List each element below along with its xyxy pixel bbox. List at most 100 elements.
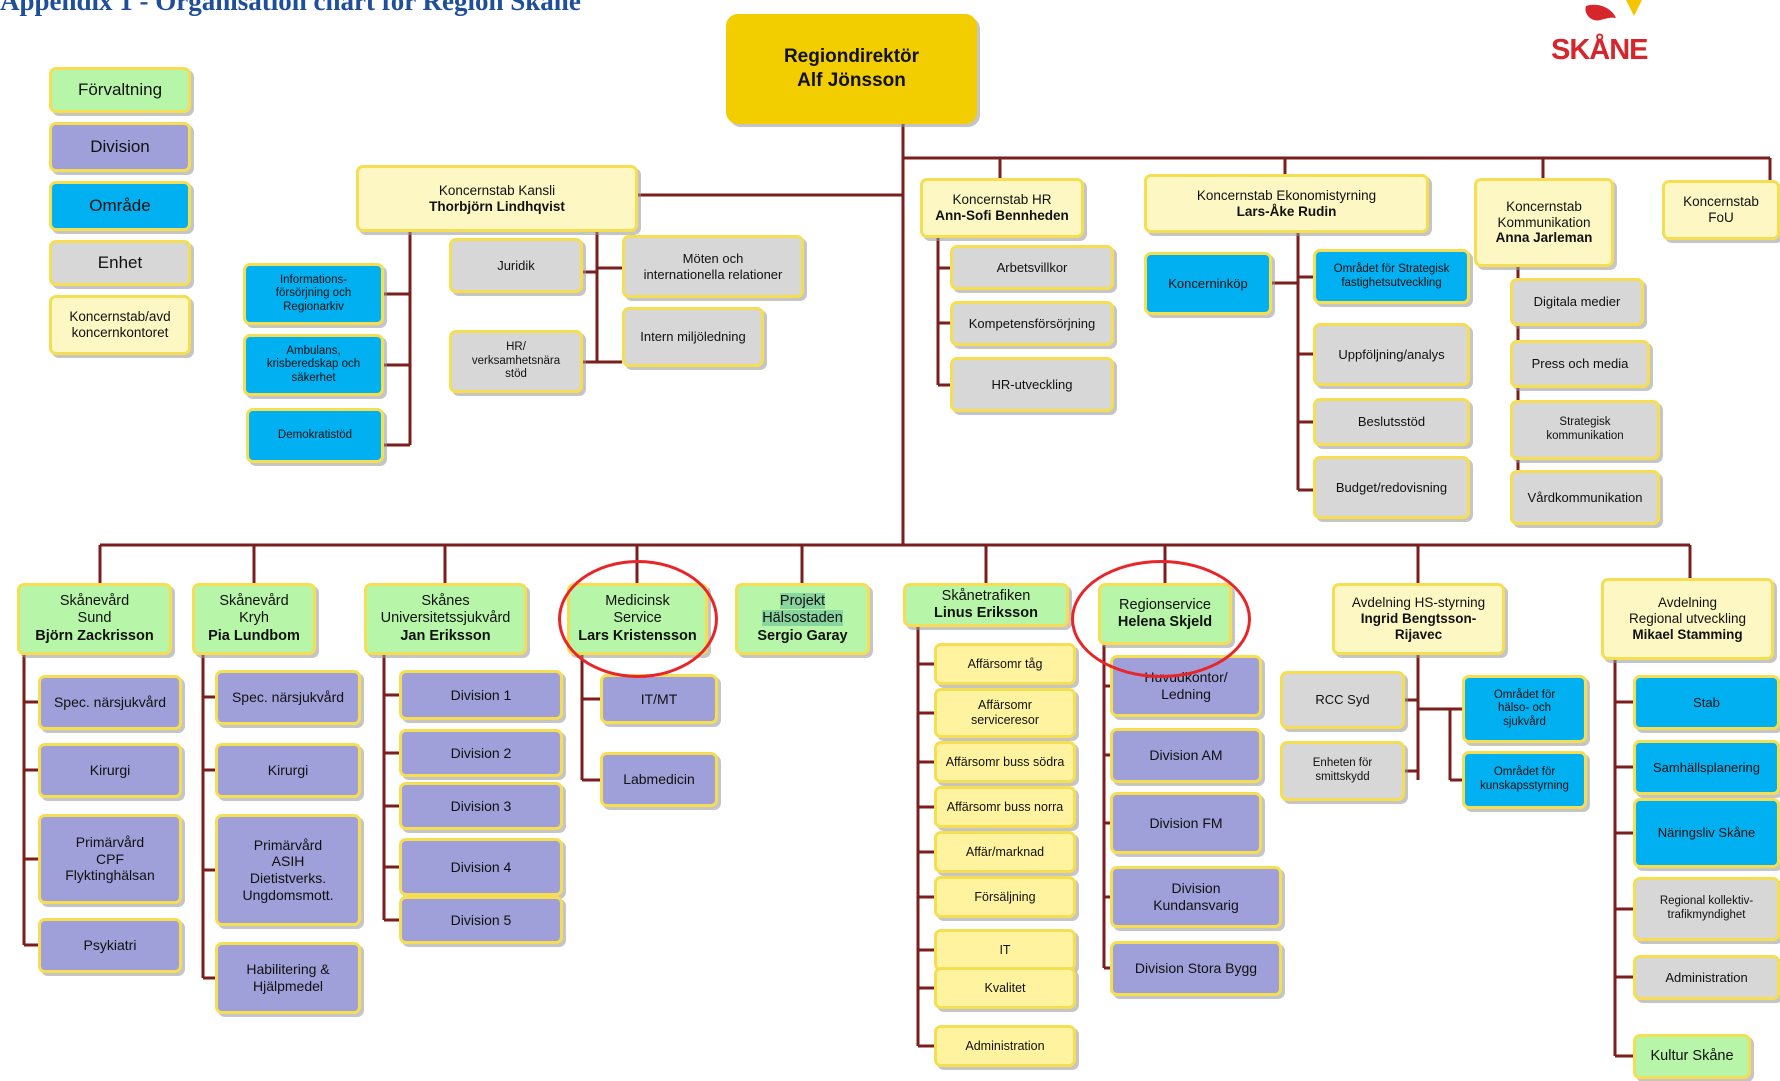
- enhet-juridik: Juridik: [449, 238, 583, 293]
- enhet-smittskydd: Enheten för smittskydd: [1280, 741, 1405, 801]
- legend-omrade: Område: [49, 181, 191, 231]
- enhet-regional-kollektivtrafik: Regional kollektiv- trafikmyndighet: [1633, 877, 1780, 941]
- forvaltning-kultur-skane: Kultur Skåne: [1633, 1034, 1751, 1079]
- enhet-digitala-medier: Digitala medier: [1510, 278, 1644, 326]
- division-kryh-spec: Spec. närsjukvård: [215, 670, 361, 725]
- omrade-halso-sjukvard: Området för hälso- och sjukvård: [1462, 675, 1587, 743]
- enhet-hr-utveckling: HR-utveckling: [950, 357, 1114, 412]
- hs-title: Avdelning HS-styrning: [1351, 595, 1486, 611]
- skanetrafiken-name: Linus Eriksson: [934, 605, 1038, 621]
- halsostaden-title: Projekt Hälsostaden: [762, 593, 843, 627]
- hr-name: Ann-Sofi Bennheden: [935, 208, 1069, 223]
- division-kryh-kirurgi: Kirurgi: [215, 743, 361, 798]
- koncernstab-fou-box: Koncernstab FoU: [1662, 180, 1780, 240]
- unit-affarsomr-buss-norra: Affärsomr buss norra: [934, 786, 1076, 828]
- enhet-moten-internationella: Möten och internationella relationer: [622, 235, 804, 298]
- division-kryh-habilitering: Habilitering & Hjälpmedel: [215, 942, 361, 1014]
- omrade-informationsforsorjning: Informations- försörjning och Regionarki…: [243, 263, 384, 325]
- division-it-mt: IT/MT: [600, 674, 718, 724]
- unit-affarsomr-buss-sodra: Affärsomr buss södra: [934, 741, 1076, 783]
- kryh-name: Pia Lundbom: [208, 627, 300, 644]
- enhet-vardkommunikation: Vårdkommunikation: [1510, 470, 1660, 525]
- enhet-beslutsstod: Beslutsstöd: [1313, 398, 1470, 446]
- division-labmedicin: Labmedicin: [600, 752, 718, 807]
- unit-it: IT: [934, 929, 1076, 971]
- kommunikation-title: Koncernstab Kommunikation: [1497, 198, 1591, 230]
- medicinsk-name: Lars Kristensson: [578, 627, 697, 644]
- regionservice-title: Regionservice: [1119, 596, 1211, 613]
- enhet-arbetsvillkor: Arbetsvillkor: [950, 245, 1114, 290]
- logo-text: SKÅNE: [1551, 34, 1649, 66]
- regionservice-name: Helena Skjeld: [1117, 614, 1213, 630]
- skanetrafiken-title: Skånetrafiken: [941, 587, 1031, 604]
- unit-administration: Administration: [934, 1025, 1076, 1067]
- unit-affar-marknad: Affär/marknad: [934, 831, 1076, 873]
- legend-koncernstab: Koncernstab/avd koncernkontoret: [49, 295, 191, 355]
- enhet-budget-redovisning: Budget/redovisning: [1313, 456, 1470, 519]
- sund-title: Skånevård Sund: [59, 593, 130, 627]
- unit-kvalitet: Kvalitet: [934, 967, 1076, 1009]
- legend-forvaltning: Förvaltning: [49, 67, 191, 113]
- hr-title: Koncernstab HR: [952, 192, 1052, 208]
- omrade-stab: Stab: [1633, 675, 1780, 730]
- omrade-demokratistod: Demokratistöd: [246, 408, 384, 463]
- division-sund-primarvard: Primärvård CPF Flyktinghälsan: [38, 814, 182, 904]
- enhet-press-och-media: Press och media: [1510, 340, 1650, 388]
- division-huvudkontor: Huvudkontor/ Ledning: [1110, 655, 1262, 717]
- omrade-koncerninkop: Koncerninköp: [1144, 252, 1272, 315]
- division-kryh-primarvard: Primärvård ASIH Dietistverks. Ungdomsmot…: [215, 814, 361, 926]
- division-sus-5: Division 5: [399, 896, 563, 944]
- division-kundansvarig: Division Kundansvarig: [1110, 866, 1282, 928]
- unit-affarsomr-tag: Affärsomr tåg: [934, 643, 1076, 685]
- omrade-naringsliv-skane: Näringsliv Skåne: [1633, 798, 1780, 868]
- medicinsk-title: Medicinsk Service: [605, 593, 670, 627]
- enhet-hr-verksamhetsnara: HR/ verksamhetsnära stöd: [449, 330, 583, 393]
- enhet-uppfoljning-analys: Uppföljning/analys: [1313, 323, 1470, 386]
- division-sund-spec: Spec. närsjukvård: [38, 675, 182, 730]
- sus-name: Jan Eriksson: [400, 627, 491, 644]
- kansli-title: Koncernstab Kansli: [438, 182, 556, 198]
- ekonomi-title: Koncernstab Ekonomistyrning: [1196, 187, 1377, 203]
- division-sund-kirurgi: Kirurgi: [38, 743, 182, 798]
- division-am: Division AM: [1110, 728, 1262, 783]
- enhet-administration-ru: Administration: [1633, 955, 1780, 1000]
- enhet-intern-miljoledning: Intern miljöledning: [622, 307, 764, 367]
- kansli-name: Thorbjörn Lindhqvist: [429, 198, 565, 214]
- division-sus-3: Division 3: [399, 782, 563, 830]
- division-sus-4: Division 4: [399, 838, 563, 896]
- sus-title: Skånes Universitetssjukvård: [380, 593, 511, 627]
- halsostaden-name: Sergio Garay: [757, 627, 848, 644]
- kryh-title: Skånevård Kryh: [219, 593, 289, 627]
- legend-enhet: Enhet: [49, 240, 191, 286]
- division-stora-bygg: Division Stora Bygg: [1110, 941, 1282, 996]
- regiondirektor-title: Regiondirektör: [783, 46, 920, 68]
- enhet-kompetensforsorjning: Kompetensförsörjning: [950, 301, 1114, 346]
- division-sus-1: Division 1: [399, 670, 563, 720]
- region-skane-logo: [1585, 0, 1642, 21]
- division-sund-psykiatri: Psykiatri: [38, 918, 182, 973]
- sund-name: Björn Zackrisson: [35, 627, 154, 644]
- regiondirektor-name: Alf Jönsson: [797, 70, 906, 91]
- regional-title: Avdelning Regional utveckling: [1628, 595, 1747, 627]
- regional-name: Mikael Stamming: [1632, 626, 1743, 642]
- enhet-strategisk-kommunikation: Strategisk kommunikation: [1510, 400, 1660, 460]
- ekonomi-name: Lars-Åke Rudin: [1236, 203, 1337, 219]
- omrade-strategisk-fastighet: Området för Strategisk fastighetsutveckl…: [1313, 249, 1470, 304]
- omrade-kunskapsstyrning: Området för kunskapsstyrning: [1462, 751, 1587, 809]
- division-sus-2: Division 2: [399, 729, 563, 777]
